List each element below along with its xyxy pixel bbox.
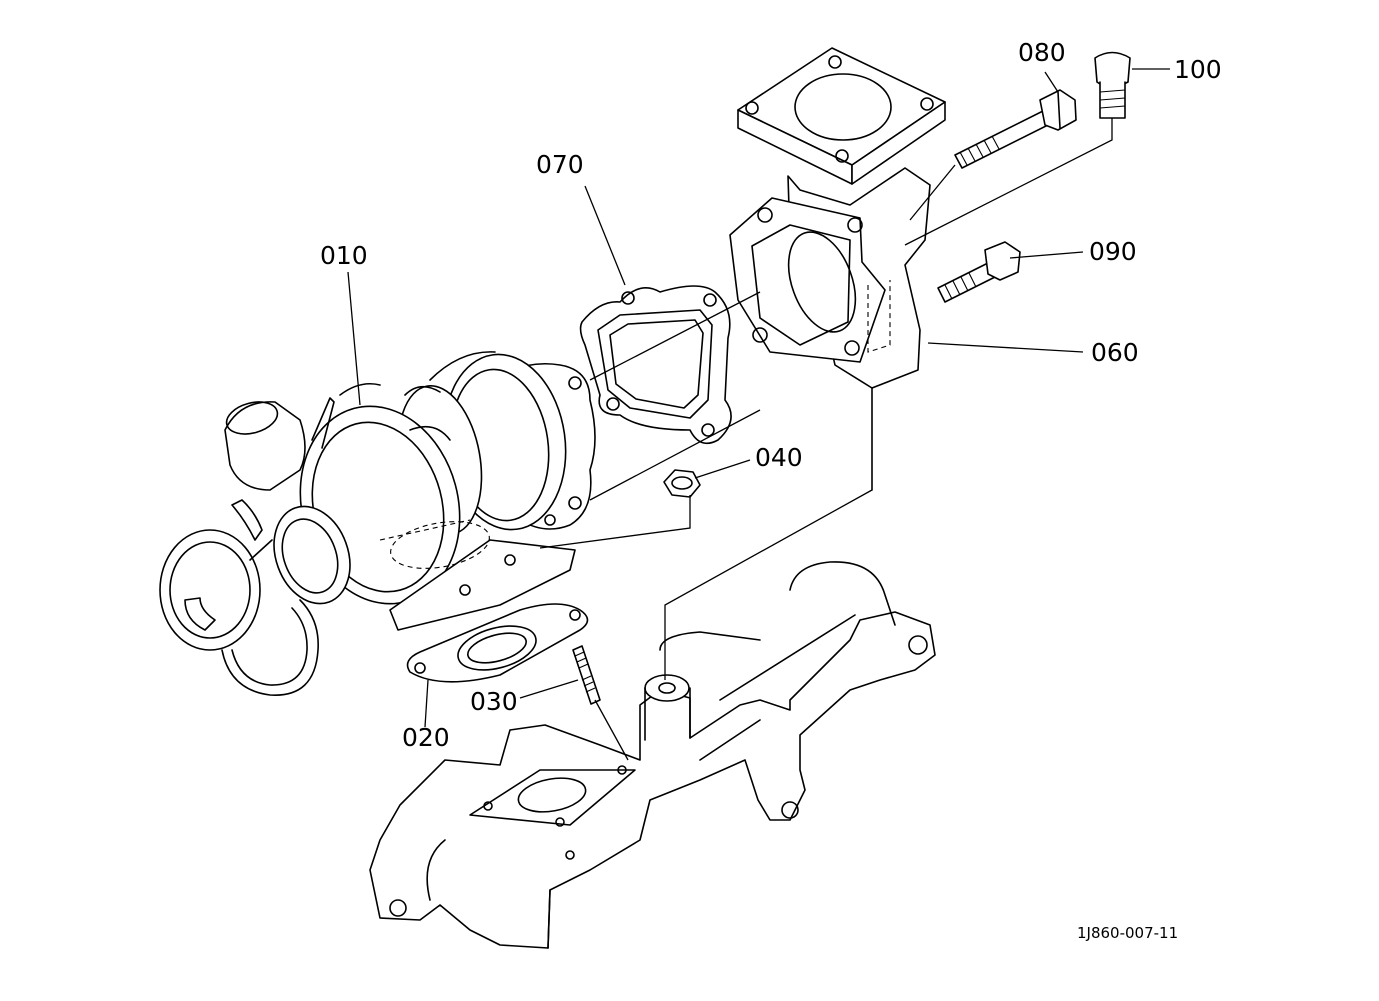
assembly-lines: [539, 118, 1113, 761]
part-label-090: 090: [1089, 237, 1137, 266]
part-label-010: 010: [320, 241, 368, 270]
part-label-100: 100: [1174, 55, 1222, 84]
part-label-080: 080: [1018, 38, 1066, 67]
stud-030-drawing: [572, 645, 601, 705]
exhaust-manifold-drawing: [369, 561, 936, 949]
part-label-030: 030: [470, 687, 518, 716]
turbocharger-010-drawing: [159, 351, 596, 696]
exhaust-elbow-060-drawing: [729, 47, 946, 491]
gasket-020-drawing: [406, 603, 589, 683]
diagram-reference-code: 1J860-007-11: [1077, 924, 1178, 942]
part-label-060: 060: [1091, 338, 1139, 367]
gasket-070-drawing: [579, 285, 732, 445]
bolt-090-drawing: [937, 241, 1021, 303]
callout-leaders: [347, 68, 1170, 728]
bolt-080-drawing: [954, 89, 1077, 169]
part-label-040: 040: [755, 443, 803, 472]
part-label-020: 020: [402, 723, 450, 752]
part-label-070: 070: [536, 150, 584, 179]
plug-100-drawing: [1094, 51, 1131, 119]
nut-040-drawing: [663, 469, 701, 498]
part-labels: 010 020 030 040 060 070 080 090 100 1J86…: [320, 38, 1222, 942]
